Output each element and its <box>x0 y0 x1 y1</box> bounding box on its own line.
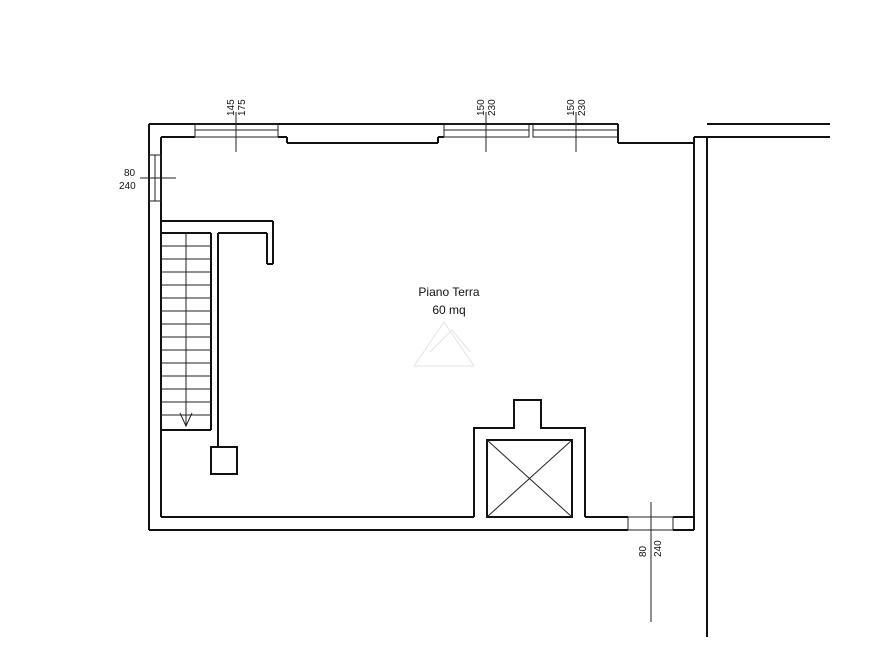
dimension-lines <box>140 112 652 622</box>
dim-w3-width: 150 <box>566 99 577 116</box>
dim-w2-height: 230 <box>487 99 498 116</box>
dim-left-width: 80 <box>124 168 136 179</box>
main-room-walls <box>148 123 830 637</box>
room-name: Piano Terra <box>418 285 479 299</box>
dim-door-width: 80 <box>638 545 649 557</box>
room-area: 60 mq <box>432 303 465 317</box>
watermark-logo <box>413 321 475 367</box>
staircase <box>161 220 274 475</box>
dim-w3-height: 230 <box>577 99 588 116</box>
fireplace <box>473 399 586 518</box>
dim-w2-width: 150 <box>476 99 487 116</box>
dim-left-height: 240 <box>119 181 136 192</box>
dim-door-height: 240 <box>653 540 664 557</box>
dim-w1-height: 175 <box>237 99 248 116</box>
dim-w1-width: 145 <box>226 99 237 116</box>
stair-arrow-icon <box>179 412 193 428</box>
